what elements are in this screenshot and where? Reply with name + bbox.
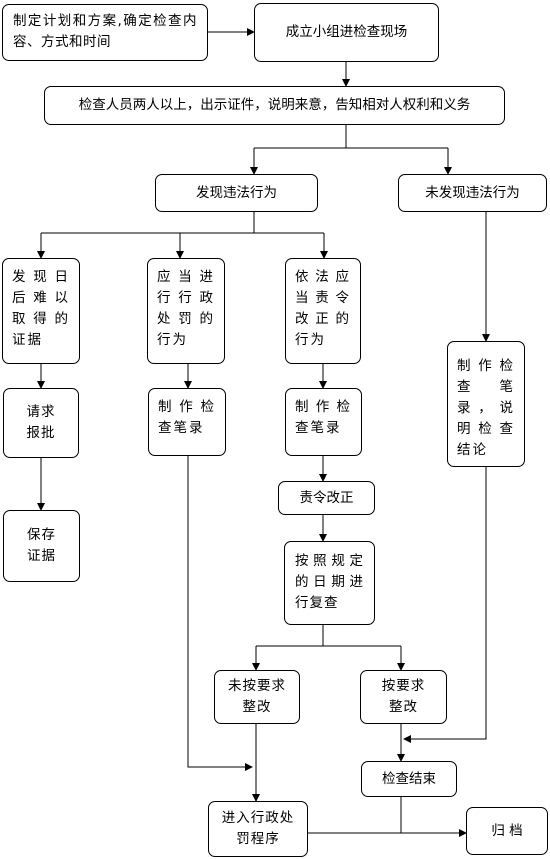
node-enter-penalty-label: 进入行政处罚程序	[221, 810, 295, 847]
node-hard-evidence: 发现日后难以取得的证据	[2, 258, 80, 364]
node-no-violation: 未发现违法行为	[398, 174, 547, 212]
node-hard-evidence-label: 发现日后难以取得的证据	[12, 269, 70, 348]
node-corrected-label: 按要求整改	[381, 678, 426, 715]
node-inspectors-label: 检查人员两人以上，出示证件，说明来意，告知相对人权利和义务	[78, 97, 471, 113]
node-archive: 归 档	[466, 807, 548, 855]
node-should-penalize-label: 应当进行行政处罚的行为	[157, 269, 215, 348]
node-record-b: 制作检查笔录	[285, 388, 362, 456]
line-end-to-archive	[308, 797, 402, 834]
node-record-conclusion: 制作检查笔录，说明检查结论	[447, 341, 525, 467]
node-corrected: 按要求整改	[360, 670, 447, 724]
node-recheck-label: 按照规定的日期进行复查	[295, 553, 364, 611]
node-order-correct-label: 责令改正	[299, 489, 354, 506]
node-enter-penalty: 进入行政处罚程序	[208, 801, 308, 857]
node-recheck: 按照规定的日期进行复查	[284, 541, 375, 625]
node-archive-label: 归 档	[491, 822, 523, 839]
arrow-record-a-to-penalty-merge	[187, 456, 253, 771]
node-no-violation-label: 未发现违法行为	[425, 184, 520, 201]
node-should-penalize: 应当进行行政处罚的行为	[147, 258, 225, 364]
node-found-violation-label: 发现违法行为	[196, 184, 277, 201]
node-inspection-end: 检查结束	[361, 761, 457, 797]
node-record-b-label: 制作检查笔录	[295, 399, 352, 436]
node-form-team-label: 成立小组进检查现场	[285, 24, 408, 40]
node-request-approval: 请求报批	[3, 388, 79, 458]
node-should-correct-label: 依法应当责令改正的行为	[295, 269, 351, 348]
node-order-correct: 责令改正	[278, 481, 375, 515]
node-plan: 制定计划和方案,确定检查内容、方式和时间	[2, 4, 208, 61]
node-found-violation: 发现违法行为	[155, 174, 318, 212]
node-not-corrected: 未按要求整改	[214, 670, 300, 724]
node-inspection-end-label: 检查结束	[382, 770, 436, 787]
node-form-team: 成立小组进检查现场	[254, 3, 439, 62]
node-inspectors: 检查人员两人以上，出示证件，说明来意，告知相对人权利和义务	[44, 86, 505, 125]
node-should-correct: 依法应当责令改正的行为	[285, 258, 361, 364]
node-preserve-evidence-label: 保存证据	[27, 527, 56, 564]
node-record-a: 制作检查笔录	[148, 388, 226, 456]
node-record-a-label: 制作检查笔录	[158, 399, 216, 436]
node-request-approval-label: 请求报批	[26, 404, 56, 441]
node-not-corrected-label: 未按要求整改	[228, 678, 286, 715]
node-record-conclusion-label: 制作检查笔录，说明检查结论	[457, 358, 515, 458]
arrow-conclusion-to-end	[403, 467, 487, 743]
node-preserve-evidence: 保存证据	[3, 510, 80, 582]
node-plan-label: 制定计划和方案,确定检查内容、方式和时间	[13, 13, 197, 50]
